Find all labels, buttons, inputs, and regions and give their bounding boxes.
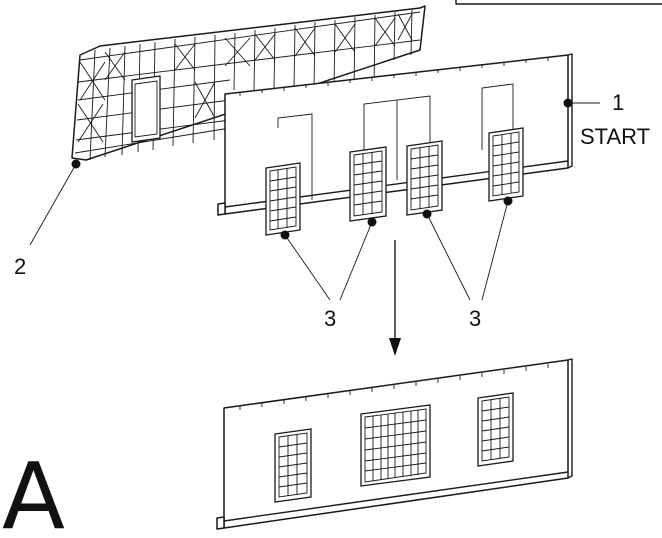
timber-frame xyxy=(71,5,426,161)
window-left-inner xyxy=(349,146,387,222)
callout-3-right-label: 3 xyxy=(469,306,481,331)
callout-dot-3c xyxy=(422,209,432,219)
callout-3-left-label: 3 xyxy=(324,306,336,331)
start-label: START xyxy=(580,124,650,149)
window-right-inner xyxy=(406,140,443,216)
callout-dot-2 xyxy=(71,159,81,169)
callout-dot-3b xyxy=(367,217,377,227)
frame-corner xyxy=(455,0,662,5)
leader-lines xyxy=(29,102,600,301)
callout-dot-3a xyxy=(280,230,290,240)
top-notches xyxy=(239,57,549,96)
down-arrow-icon xyxy=(389,240,401,356)
window-right-outer xyxy=(488,127,524,202)
window-left-outer xyxy=(265,162,301,236)
step-letter: A xyxy=(2,443,65,538)
callout-2-label: 2 xyxy=(14,254,26,279)
callout-dot-1 xyxy=(563,98,573,108)
wall-panel-assembled xyxy=(216,358,573,530)
callout-dot-3d xyxy=(503,196,513,206)
callout-1-label: 1 xyxy=(612,90,624,115)
